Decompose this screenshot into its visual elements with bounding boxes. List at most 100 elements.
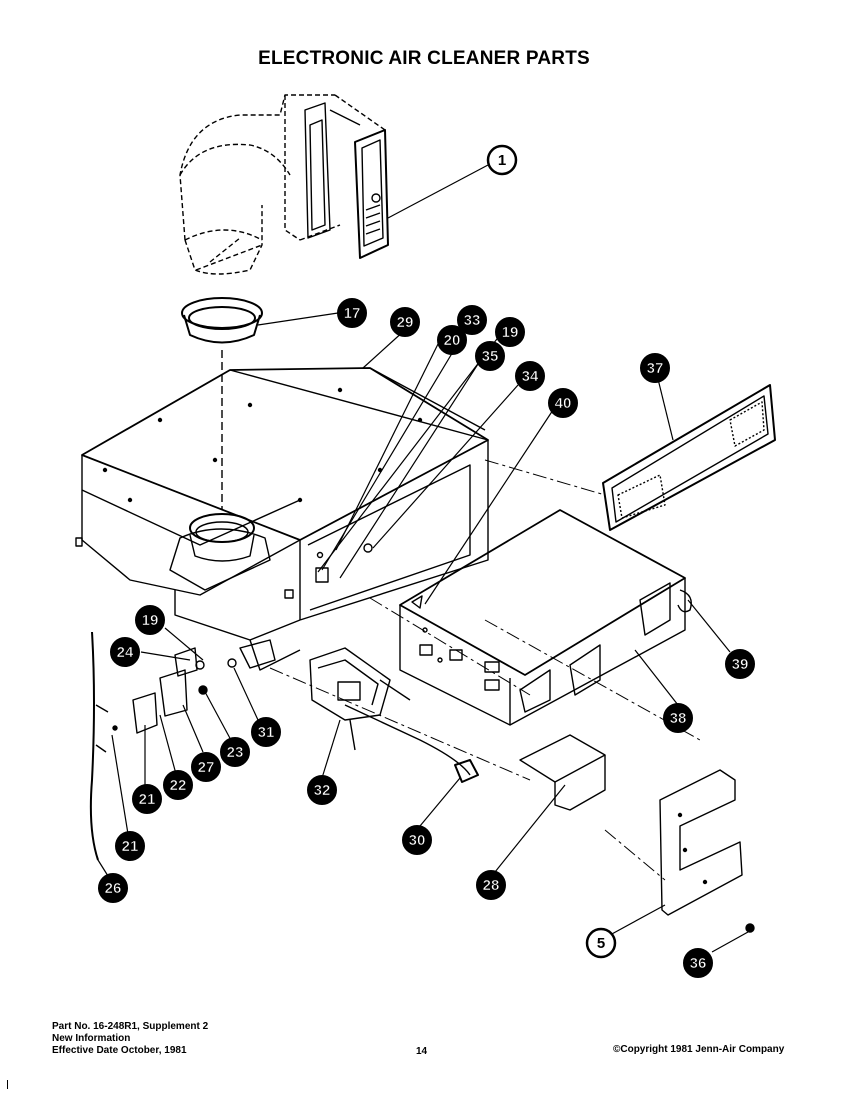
callout-20: 20 <box>437 325 467 355</box>
callout-circle <box>307 775 337 805</box>
callout-label: 38 <box>670 710 687 727</box>
callout-circle <box>163 770 193 800</box>
callout-circle <box>515 361 545 391</box>
callout-label: 36 <box>690 955 707 972</box>
callout-label: 23 <box>227 744 244 761</box>
callout-circle <box>663 703 693 733</box>
callout-label: 5 <box>597 935 605 952</box>
callout-22: 22 <box>163 770 193 800</box>
copyright-notice: ©Copyright 1981 Jenn-Air Company <box>613 1044 785 1055</box>
page-number: 14 <box>416 1046 428 1057</box>
callout-21: 21 <box>115 831 145 861</box>
callout-circle <box>402 825 432 855</box>
callout-circle <box>548 388 578 418</box>
footer-new-info: New Information <box>52 1033 131 1044</box>
leader-lines <box>97 164 749 953</box>
footer-effective-date: Effective Date October, 1981 <box>52 1045 187 1056</box>
callout-label: 1 <box>498 152 506 169</box>
filter-screen-drawing <box>602 384 776 531</box>
callout-label: 19 <box>142 612 159 629</box>
callout-5: 5 <box>585 927 617 959</box>
callout-circle <box>337 298 367 328</box>
callout-circle <box>457 305 487 335</box>
callout-34: 34 <box>515 361 545 391</box>
electronic-cell-drawing <box>399 509 692 726</box>
callout-label: 20 <box>444 332 461 349</box>
margin-mark <box>7 1080 8 1089</box>
callout-label: 29 <box>397 314 414 331</box>
callout-label: 31 <box>258 724 275 741</box>
callout-label: 17 <box>344 305 361 322</box>
callout-36: 36 <box>683 948 713 978</box>
callout-39: 39 <box>725 649 755 679</box>
footer-part-number: Part No. 16-248R1, Supplement 2 <box>52 1021 209 1032</box>
callout-circle <box>132 784 162 814</box>
callout-30: 30 <box>402 825 432 855</box>
callout-23: 23 <box>220 737 250 767</box>
connector-plug-drawing <box>454 759 479 783</box>
hood-housing-drawing <box>75 367 489 671</box>
callout-label: 21 <box>139 791 156 808</box>
footer-part-info: Part No. 16-248R1, Supplement 2 New Info… <box>52 1021 208 1057</box>
screw-36-drawing <box>745 923 755 933</box>
bracket-cover-drawing <box>519 734 606 811</box>
callout-27: 27 <box>191 752 221 782</box>
callout-circle <box>110 637 140 667</box>
callout-circle <box>640 353 670 383</box>
callout-24: 24 <box>110 637 140 667</box>
callout-label: 26 <box>105 880 122 897</box>
callout-32: 32 <box>307 775 337 805</box>
callout-29: 29 <box>390 307 420 337</box>
callout-circle <box>437 325 467 355</box>
callout-label: 19 <box>502 324 519 341</box>
callout-circle <box>115 831 145 861</box>
callout-label: 21 <box>122 838 139 855</box>
callout-label: 28 <box>483 877 500 894</box>
callout-circle <box>585 927 617 959</box>
callout-37: 37 <box>640 353 670 383</box>
collar-ring-drawing <box>181 297 263 344</box>
callout-circle <box>390 307 420 337</box>
callout-circle <box>476 870 506 900</box>
switch-parts-drawing <box>89 631 276 861</box>
callout-circle <box>683 948 713 978</box>
mounting-bracket-drawing <box>659 769 743 916</box>
callout-circle <box>725 649 755 679</box>
callout-label: 30 <box>409 832 426 849</box>
callout-circle <box>135 605 165 635</box>
callout-circle <box>475 341 505 371</box>
callout-label: 40 <box>555 395 572 412</box>
callout-label: 24 <box>117 644 134 661</box>
callout-19: 19 <box>135 605 165 635</box>
callout-33: 33 <box>457 305 487 335</box>
callout-circle <box>495 317 525 347</box>
callout-circle <box>251 717 281 747</box>
callout-40: 40 <box>548 388 578 418</box>
callout-label: 33 <box>464 312 481 329</box>
callout-1: 1 <box>486 144 518 176</box>
callout-17: 17 <box>337 298 367 328</box>
callout-35: 35 <box>475 341 505 371</box>
callout-circle <box>220 737 250 767</box>
callout-label: 32 <box>314 782 331 799</box>
callout-label: 22 <box>170 777 187 794</box>
callout-19: 19 <box>495 317 525 347</box>
callout-circle <box>98 873 128 903</box>
callout-label: 39 <box>732 656 749 673</box>
callout-38: 38 <box>663 703 693 733</box>
callout-26: 26 <box>98 873 128 903</box>
callout-31: 31 <box>251 717 281 747</box>
blower-housing-drawing <box>179 94 386 275</box>
callout-label: 35 <box>482 348 499 365</box>
callout-circle <box>486 144 518 176</box>
grille-panel-drawing <box>354 129 389 259</box>
power-pack-drawing <box>309 647 471 776</box>
callout-label: 34 <box>522 368 539 385</box>
callout-label: 37 <box>647 360 664 377</box>
duct-slot-drawing <box>304 102 361 239</box>
page-title: ELECTRONIC AIR CLEANER PARTS <box>258 48 590 69</box>
callout-28: 28 <box>476 870 506 900</box>
callout-21: 21 <box>132 784 162 814</box>
